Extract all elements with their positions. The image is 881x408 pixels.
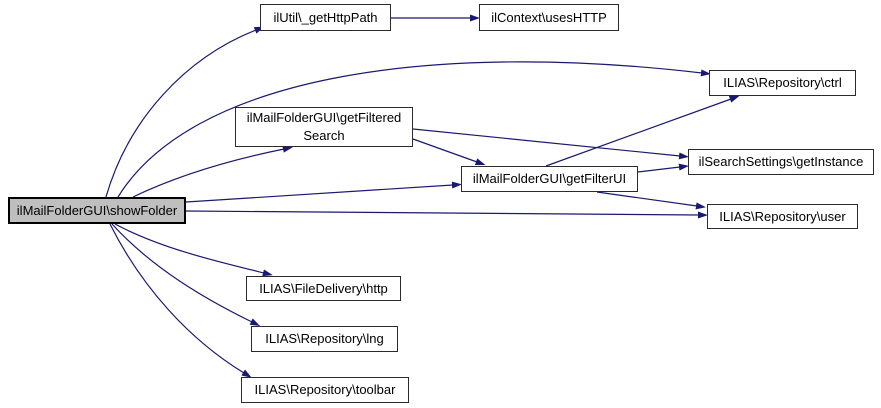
edge-showfolder-toolbar (109, 223, 252, 378)
node-ctrl[interactable]: ILIAS\Repository\ctrl (709, 70, 856, 96)
edge-getfilterui-user (596, 191, 706, 210)
edge-getfilteredsearch-getinstance (412, 128, 689, 160)
edge-showfolder-lng (111, 223, 261, 326)
edge-showfolder-user (185, 210, 708, 219)
edge-showfolder-gethttppath (105, 26, 265, 198)
node-getinstance[interactable]: ilSearchSettings\getInstance (688, 149, 874, 175)
node-user[interactable]: ILIAS\Repository\user (707, 204, 858, 229)
edge-getfilteredsearch-getfilterui (412, 138, 486, 166)
node-gethttppath[interactable]: ilUtil\_getHttpPath (260, 4, 391, 31)
edge-showfolder-getfilteredsearch (132, 145, 293, 198)
node-getfilteredsearch[interactable]: ilMailFolderGUI\getFiltered Search (235, 107, 413, 147)
node-useshttp[interactable]: ilContext\usesHTTP (479, 4, 619, 31)
edge-getfilterui-ctrl (545, 95, 740, 167)
edge-getfilterui-getinstance (637, 163, 689, 173)
node-http[interactable]: ILIAS\FileDelivery\http (246, 276, 401, 301)
node-showfolder: ilMailFolderGUI\showFolder (8, 197, 186, 224)
edge-showfolder-ctrl (117, 61, 711, 198)
edge-showfolder-http (114, 223, 273, 277)
node-getfilterui[interactable]: ilMailFolderGUI\getFilterUI (461, 166, 638, 192)
edge-showfolder-getfilterui (185, 181, 462, 203)
node-lng[interactable]: ILIAS\Repository\lng (251, 326, 398, 352)
node-toolbar[interactable]: ILIAS\Repository\toolbar (241, 377, 409, 403)
